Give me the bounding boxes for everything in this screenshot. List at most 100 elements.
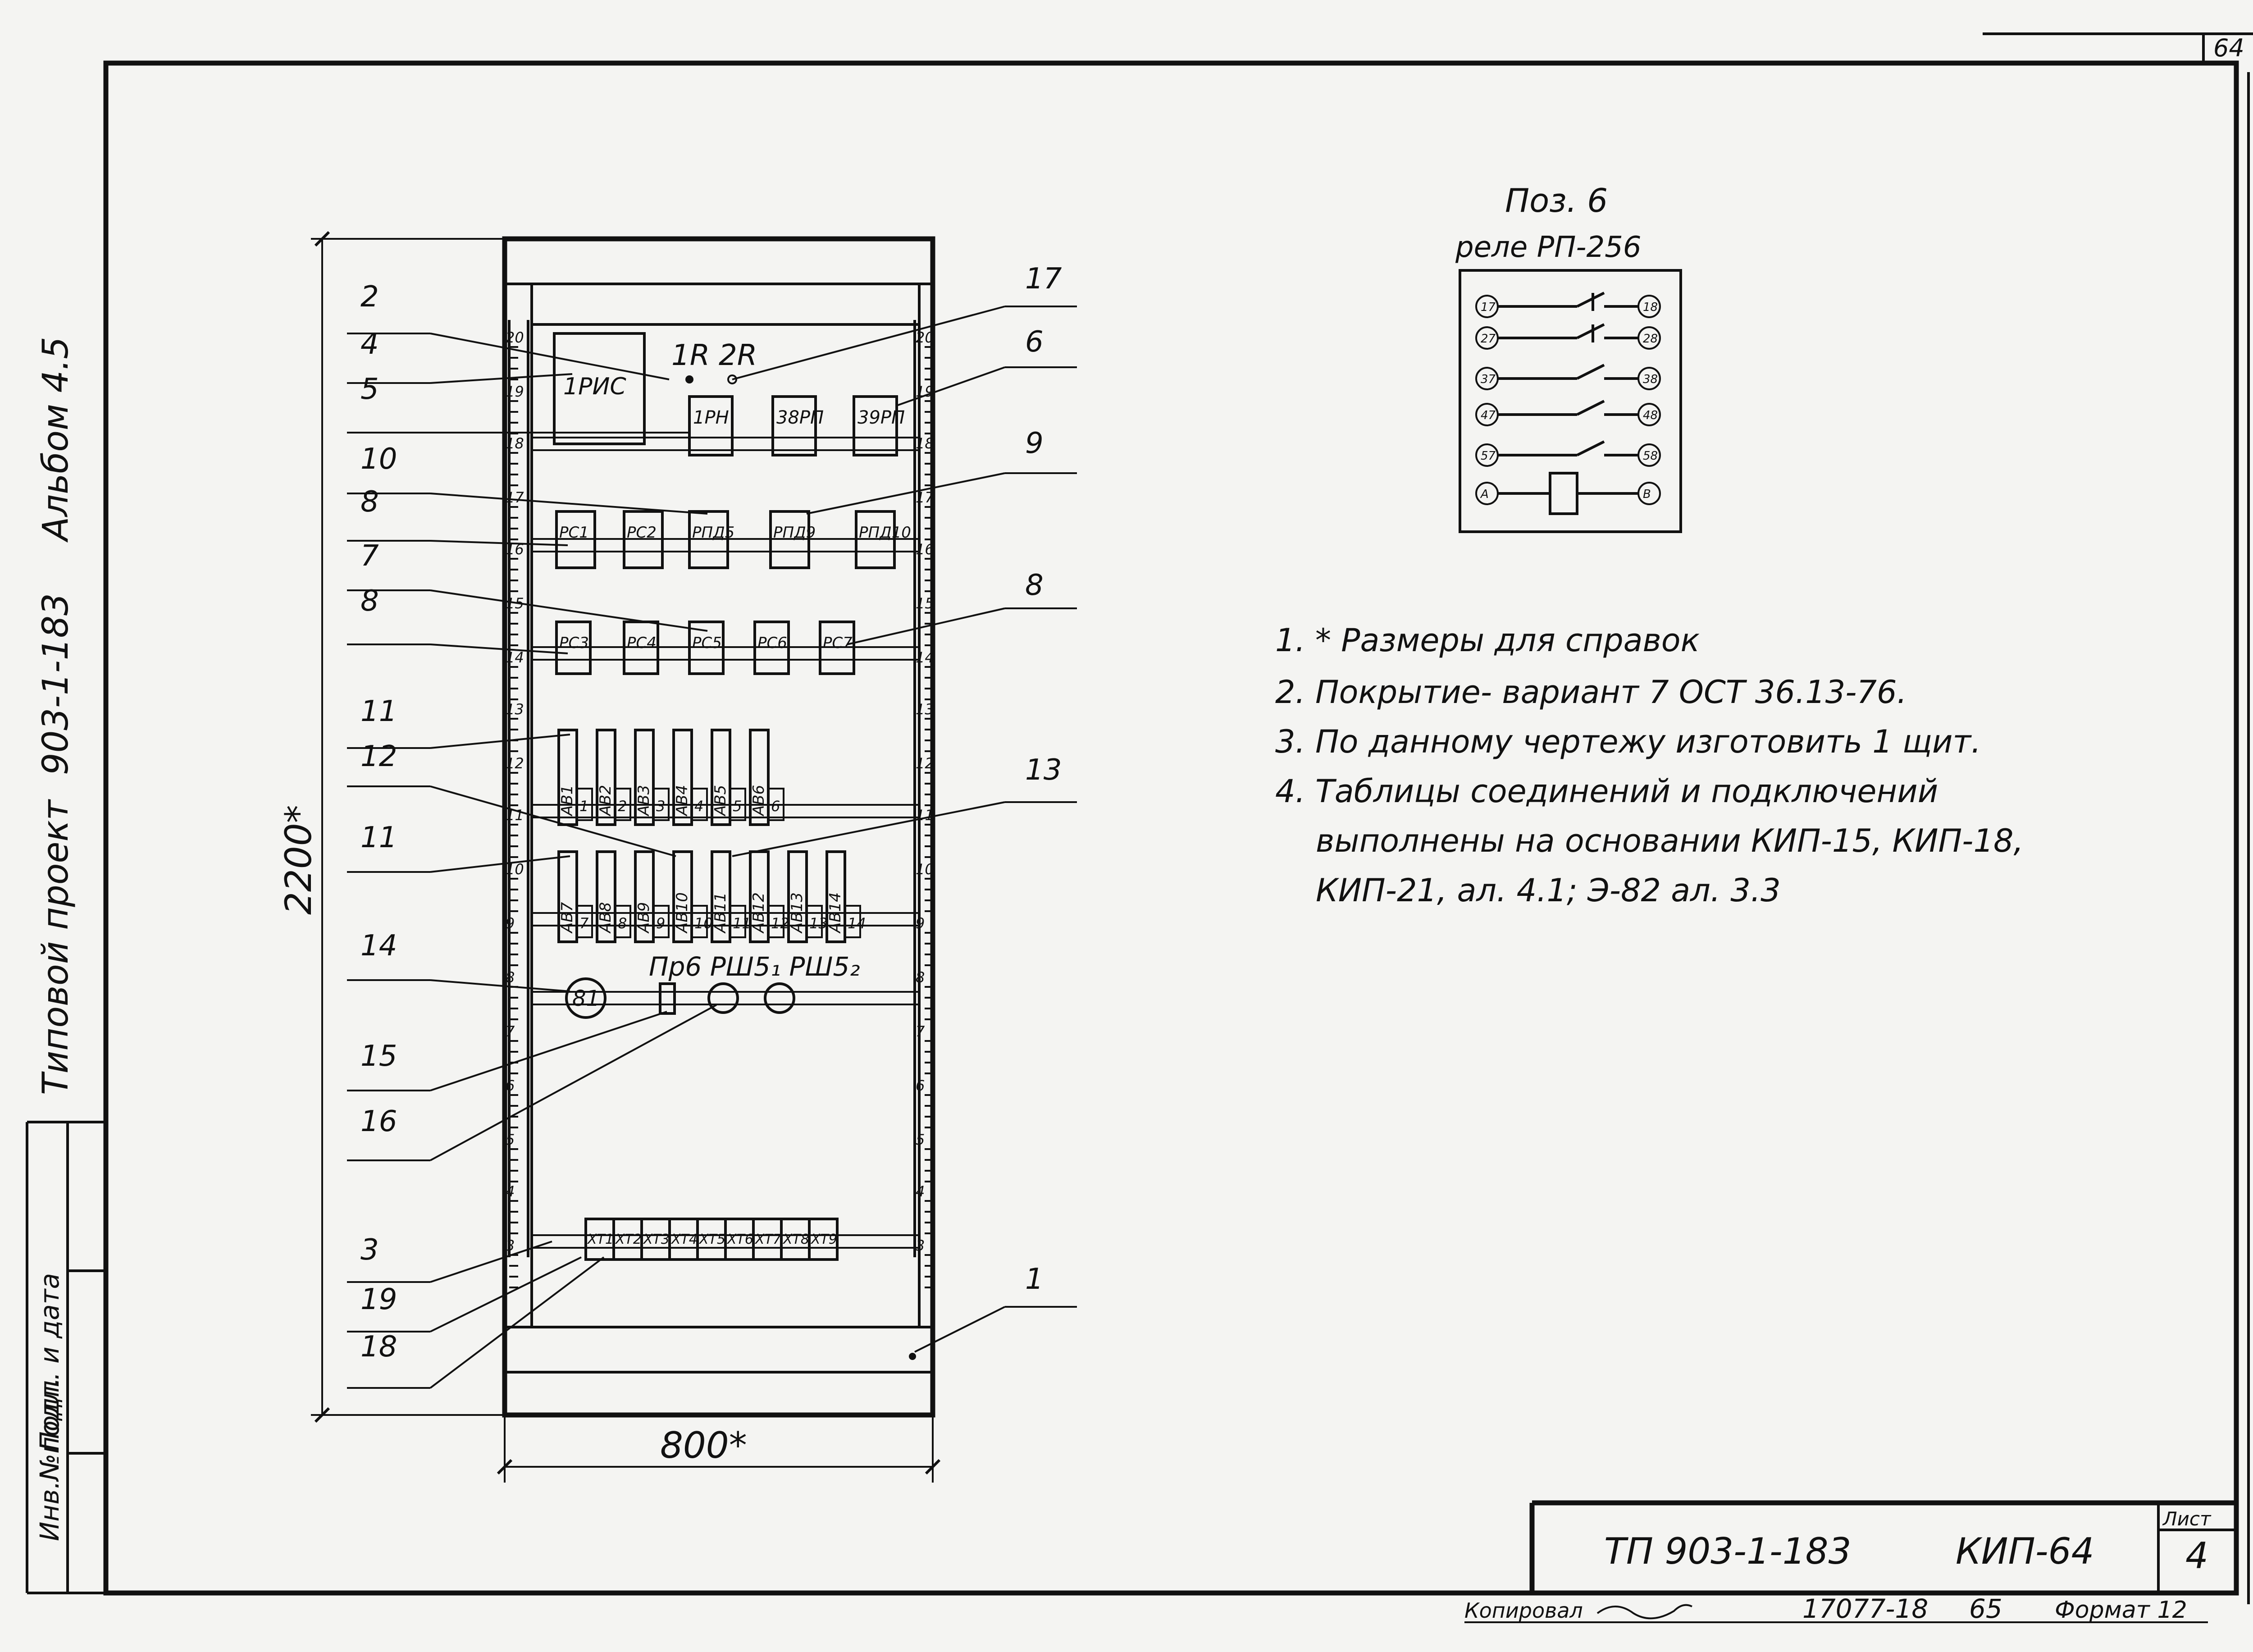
terminal-label: ХТ7: [754, 1232, 781, 1247]
scale-number-right: 20: [916, 329, 934, 346]
callout-leader: [732, 801, 1005, 857]
terminal: [844, 905, 861, 938]
terminal: [652, 905, 670, 938]
breaker-label: АВ5: [711, 785, 730, 817]
device-label: РПД5: [692, 524, 734, 542]
relay-device: [753, 621, 790, 675]
terminal-label: 14: [848, 915, 866, 932]
callout-leader: [430, 643, 568, 654]
device-label: РС4: [627, 634, 657, 652]
terminal: [729, 788, 746, 821]
scale-number-left: 18: [506, 435, 524, 452]
callout-leader: [430, 1004, 717, 1161]
terminal: [767, 905, 784, 938]
scale-number-left: 17: [506, 489, 524, 506]
device-label: 1РИС: [563, 373, 626, 400]
terminal: [652, 788, 670, 821]
order-number: 17077-18: [1802, 1593, 1928, 1624]
contact-blade: [1576, 323, 1605, 339]
device-label: РС6: [757, 634, 787, 652]
breaker-label: АВ6: [750, 785, 768, 817]
terminal: [729, 905, 746, 938]
scale-number-left: 14: [506, 649, 524, 666]
terminal-label: 3: [656, 798, 665, 815]
note-line: 2. Покрытие- вариант 7 ОСТ 36.13-76.: [1275, 674, 1907, 711]
device-label: РС3: [559, 634, 589, 652]
scale-number-right: 17: [916, 489, 934, 506]
callout-number: 1: [1025, 1263, 1044, 1296]
callout-number: 19: [360, 1283, 397, 1316]
terminal-label: 6: [771, 798, 780, 815]
contact-label-right: 18: [1643, 301, 1658, 314]
callout-number: 15: [360, 1040, 397, 1073]
terminal-label: 13: [809, 915, 828, 932]
breaker-device: [749, 729, 770, 826]
callout-leader: [806, 472, 1005, 515]
signature: [1596, 1604, 1692, 1620]
terminal-label: ХТ9: [810, 1232, 837, 1247]
sign-date-label: Подп. и дата: [34, 1273, 65, 1451]
contact-label-right: В: [1643, 488, 1651, 501]
scale-number-right: 16: [916, 541, 934, 558]
callout-leader: [429, 1256, 605, 1389]
scale-number-right: 8: [916, 969, 925, 986]
callout-leader: [430, 540, 568, 546]
callout-number: 11: [360, 695, 397, 728]
terminal: [767, 788, 784, 821]
callout-number: 6: [1025, 325, 1044, 359]
breaker-device: [711, 850, 731, 943]
breaker-label: АВ2: [597, 785, 615, 817]
terminal-block: [808, 1218, 839, 1261]
relay-device: [769, 510, 810, 569]
device-label: РС5: [692, 634, 722, 652]
scale-number-right: 11: [916, 807, 934, 824]
contact-label-left: 37: [1481, 373, 1496, 386]
scale-number-right: 3: [916, 1237, 925, 1254]
breaker-label: АВ9: [635, 902, 653, 934]
notes: 1. * Размеры для справок 2. Покрытие- вар…: [1275, 622, 2024, 909]
scale-number-right: 12: [916, 755, 934, 772]
scale-number-right: 14: [916, 649, 934, 666]
sheet-frame: [103, 32, 2253, 1604]
callout-number: 17: [1025, 262, 1062, 296]
callout-number: 13: [1025, 753, 1062, 787]
scale-number-left: 20: [506, 329, 524, 346]
terminal-label: 7: [579, 915, 589, 932]
breaker-device: [557, 850, 578, 943]
contact-label-right: 38: [1643, 373, 1658, 386]
format-label: Формат 12: [2055, 1597, 2187, 1624]
breaker-device: [672, 850, 693, 943]
relay-device: [555, 621, 592, 675]
device-label: РПД10: [859, 524, 911, 542]
contact-label-right: 48: [1643, 409, 1658, 422]
contact-label-right: 58: [1643, 449, 1658, 463]
drawing-code: КИП-64: [1956, 1530, 2094, 1572]
callout-number: 18: [360, 1330, 397, 1364]
note-line: 1. * Размеры для справок: [1275, 622, 1700, 659]
callout-leader: [430, 589, 708, 632]
terminal: [691, 788, 708, 821]
lamp-1r: [685, 375, 693, 383]
callout-leader: [430, 333, 670, 380]
scale-number-left: 4: [506, 1183, 515, 1200]
callout-leader: [430, 855, 570, 873]
breaker-label: АВ4: [673, 785, 691, 817]
callout-leader: [430, 1256, 582, 1333]
copy-number: 65: [1969, 1593, 2002, 1624]
callout-leader: [430, 1011, 667, 1091]
breaker-device: [596, 729, 616, 826]
note-line: 3. По данному чертежу изготовить 1 щит.: [1275, 723, 1981, 760]
breaker-label: АВ11: [711, 892, 730, 934]
scale-number-right: 5: [916, 1131, 925, 1148]
breaker-label: АВ14: [826, 892, 844, 934]
device-1ris: [553, 332, 646, 445]
breaker-label: АВ7: [558, 902, 576, 934]
callout-leader: [430, 1241, 552, 1283]
callout-number: 8: [1025, 569, 1044, 602]
relay-device: [688, 621, 725, 675]
callout-number: 2: [360, 280, 379, 314]
callout-number: 11: [360, 821, 397, 854]
